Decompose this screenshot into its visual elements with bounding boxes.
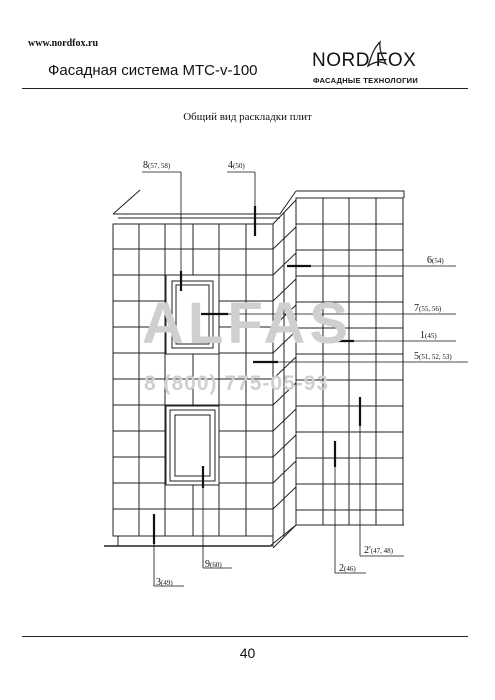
footer-divider (22, 636, 468, 637)
brand-tagline: ФАСАДНЫЕ ТЕХНОЛОГИИ (313, 76, 419, 85)
fox-logo-icon (366, 40, 388, 68)
callout-label-7: 7(55, 56) (414, 303, 442, 314)
website-url: www.nordfox.ru (28, 38, 99, 49)
callout-label-6: 6(54) (427, 255, 444, 266)
watermark-brand: ALFAS (142, 291, 353, 356)
callout-label-3: 3(49) (156, 577, 173, 588)
page-title: Фасадная система МТС-v-100 (48, 62, 258, 79)
callout-label-1: 1(45) (420, 330, 437, 341)
window-lower (165, 405, 220, 486)
brand-logo: NORD FOX (312, 50, 417, 71)
callout-label-5: 5(51, 52, 53) (414, 351, 452, 362)
page-number: 40 (239, 645, 256, 661)
callout-label-2: 2(46) (339, 563, 356, 574)
drawing-title: Общий вид раскладки плит (183, 111, 312, 123)
callout-label-9: 9(60) (205, 559, 222, 570)
tile-grid (113, 198, 403, 537)
header-divider (22, 88, 468, 89)
watermark-phone: 8 (800) 775-05-93 (144, 372, 330, 395)
callout-leaders (142, 171, 468, 587)
callout-label-2-prime: 2'(47, 48) (364, 545, 393, 556)
callout-label-4: 4(50) (228, 160, 245, 171)
callout-label-8: 8(57, 58) (143, 160, 171, 171)
